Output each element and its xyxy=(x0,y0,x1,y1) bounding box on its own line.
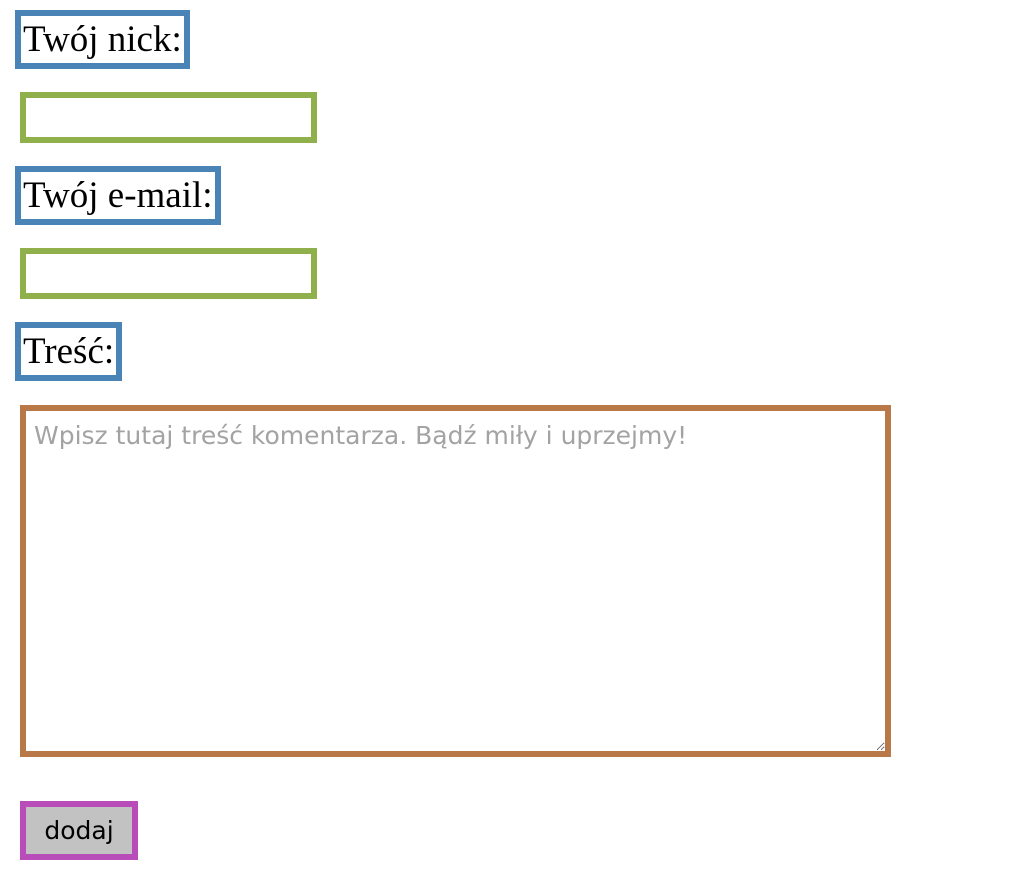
content-textarea[interactable] xyxy=(20,405,891,757)
email-input[interactable] xyxy=(20,248,317,299)
nick-label: Twój nick: xyxy=(15,10,190,69)
email-label: Twój e-mail: xyxy=(15,166,221,225)
content-label: Treść: xyxy=(15,322,123,381)
nick-input[interactable] xyxy=(20,92,317,143)
submit-button[interactable]: dodaj xyxy=(20,801,138,860)
